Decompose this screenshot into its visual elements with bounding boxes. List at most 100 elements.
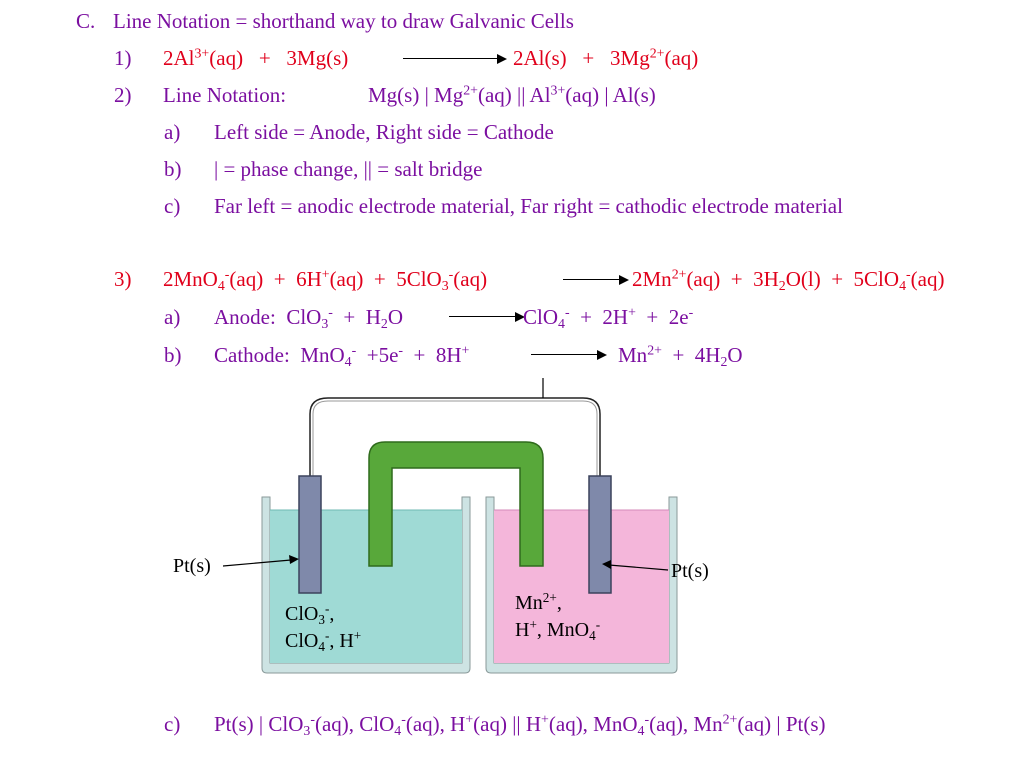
charge: +: [628, 304, 636, 320]
state: (aq): [686, 267, 721, 291]
notation-part: Pt(s) | ClO: [214, 712, 304, 736]
notation-part: (aq), MnO: [548, 712, 638, 736]
charge: +: [353, 627, 362, 643]
anode-right: ClO4- + 2H+ + 2e-: [523, 304, 694, 331]
charge: +: [321, 266, 330, 282]
species: MnO: [300, 343, 345, 367]
subscript: 4: [394, 723, 402, 739]
cathode-left: Cathode: MnO4- +5e- + 8H+: [214, 342, 469, 369]
state: (aq): [329, 267, 364, 291]
cathode-label: Cathode:: [214, 343, 290, 367]
plus: +: [273, 267, 286, 291]
subscript: 2: [380, 316, 388, 332]
charge: -: [310, 711, 315, 727]
subscript: 2: [778, 278, 786, 294]
plus: +: [646, 305, 659, 329]
punct: ,: [556, 592, 562, 614]
species: , H: [329, 630, 354, 652]
species: 5ClO: [396, 267, 442, 291]
plus: +: [582, 46, 595, 70]
item-2-marker: 2): [114, 83, 132, 107]
subscript: 3: [303, 723, 311, 739]
right-label-arrow: [608, 564, 669, 571]
charge: -: [688, 304, 694, 320]
left-solution-species: ClO3-, ClO 4-, H+: [285, 601, 361, 655]
plus: +: [258, 46, 271, 70]
species: ClO: [285, 603, 319, 625]
sub-text: Far left = anodic electrode material, Fa…: [214, 194, 843, 218]
notation-part: (aq), Mn: [649, 712, 723, 736]
charge: -: [351, 342, 357, 358]
notation-part: (aq) | Pt(s): [737, 712, 826, 736]
sub-marker: a): [164, 120, 181, 144]
item-3-marker: 3): [114, 267, 132, 291]
charge: -: [906, 266, 911, 282]
cell-notation: Pt(s) | ClO3-(aq), ClO4-(aq), H+(aq) || …: [214, 711, 826, 739]
left-electrode: [298, 475, 322, 594]
charge: 3+: [550, 82, 566, 98]
right-electrode: [588, 475, 612, 594]
left-beaker: [261, 496, 471, 674]
reaction-arrow: [449, 311, 525, 323]
anode-left: Anode: ClO3- + H2O: [214, 304, 404, 332]
charge: -: [401, 711, 406, 727]
subscript: 4: [589, 627, 596, 643]
notation-part: Mg(s) | Mg: [368, 83, 464, 107]
sub-marker: c): [164, 712, 181, 736]
anode-label: Anode:: [214, 305, 276, 329]
plus: +: [831, 267, 844, 291]
reaction-arrow: [403, 53, 507, 65]
sub-marker: b): [164, 343, 182, 367]
punct: ,: [329, 603, 335, 625]
species: 6H: [296, 267, 322, 291]
species: 3H: [753, 267, 779, 291]
subscript: 3: [441, 278, 449, 294]
subscript: 4: [637, 723, 645, 739]
cathode-right: Mn2+ + 4H2O: [618, 342, 743, 369]
species: H: [515, 619, 530, 641]
right-electrode-label: Pt(s): [671, 560, 709, 582]
charge: +: [541, 711, 549, 727]
species: +5e: [366, 343, 399, 367]
species: H: [365, 305, 381, 329]
plus: +: [413, 343, 426, 367]
right-solution-line-1: Mn2+,: [515, 590, 600, 617]
sub-marker: b): [164, 157, 182, 181]
charge: 2+: [649, 45, 665, 61]
charge: -: [448, 266, 454, 282]
charge: 3+: [194, 45, 210, 61]
charge: -: [328, 304, 333, 320]
species: 2MnO: [163, 267, 218, 291]
item-1-reactants: 2Al3+(aq) + 3Mg(s): [163, 45, 348, 71]
charge: -: [224, 266, 230, 282]
item-2-label: Line Notation:: [163, 83, 287, 107]
state: (aq): [229, 267, 264, 291]
item-3-reactants: 2MnO4-(aq) + 6H+(aq) + 5ClO3-(aq): [163, 266, 487, 294]
charge: -: [324, 627, 330, 643]
plus: +: [730, 267, 743, 291]
charge: +: [529, 616, 537, 632]
section-title: Line Notation = shorthand way to draw Ga…: [113, 9, 574, 33]
charge: 2+: [722, 711, 738, 727]
species-rest: O: [387, 305, 404, 329]
species: 8H: [435, 343, 462, 367]
species: 2H: [602, 305, 629, 329]
charge: -: [595, 616, 601, 632]
plus: +: [373, 267, 386, 291]
charge: -: [564, 304, 570, 320]
plus: +: [343, 305, 356, 329]
left-label-arrow: [222, 559, 292, 567]
charge: -: [398, 342, 404, 358]
section-marker: C.: [76, 9, 96, 33]
subscript: 4: [318, 638, 325, 654]
species: , MnO: [536, 619, 590, 641]
state: (aq): [209, 46, 244, 70]
sub-marker: c): [164, 194, 181, 218]
reactant-al: 2Al: [163, 46, 195, 70]
item-1-products: 2Al(s) + 3Mg2+(aq): [513, 45, 698, 71]
product-mg: 3Mg: [610, 46, 650, 70]
left-solution-line-1: ClO3-,: [285, 601, 361, 628]
charge: 2+: [671, 266, 687, 282]
species: 5ClO: [853, 267, 900, 291]
